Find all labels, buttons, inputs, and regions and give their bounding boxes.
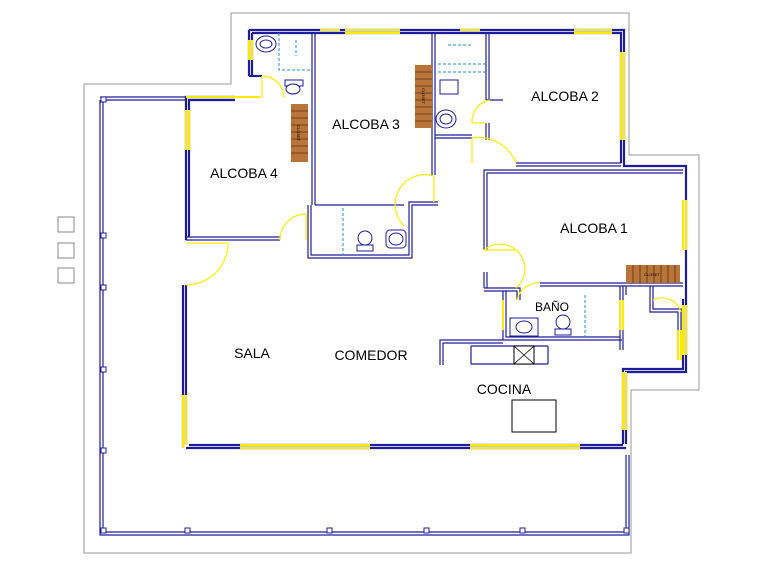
kitchen-island (511, 399, 557, 433)
room-label-comedor: COMEDOR (334, 347, 407, 363)
room-labels: ALCOBA 4 ALCOBA 3 ALCOBA 2 ALCOBA 1 BAÑO… (210, 88, 628, 397)
post (100, 527, 107, 534)
toilet-icon (357, 230, 373, 246)
sink-basin-icon (515, 320, 533, 334)
post (100, 232, 107, 239)
terrace-perimeter (57, 96, 630, 536)
room-label-alcoba4: ALCOBA 4 (210, 165, 278, 181)
closet-alcoba4: CLOSET (291, 104, 308, 162)
post (326, 527, 333, 534)
toilet-tank-icon (356, 244, 374, 252)
room-label-alcoba3: ALCOBA 3 (332, 116, 400, 132)
toilet-icon (555, 314, 571, 330)
sink-basin-icon (439, 113, 453, 125)
doors (185, 75, 682, 313)
closet-label: CLOSET (644, 272, 661, 277)
post (100, 447, 107, 454)
exterior-box (57, 216, 75, 233)
exterior-box (57, 267, 75, 284)
post (184, 527, 191, 534)
bathroom-fixtures (255, 33, 586, 365)
post (100, 96, 107, 103)
post (100, 284, 107, 291)
room-label-alcoba1: ALCOBA 1 (560, 220, 628, 236)
closet-alcoba3: CLOSET (415, 65, 432, 128)
sink-basin-icon (388, 232, 404, 246)
closets: CLOSET CLOSET CLOSET (291, 65, 680, 283)
windows (182, 29, 687, 449)
exterior-box (57, 242, 75, 259)
toilet-tank-icon (439, 79, 459, 95)
closet-label: CLOSET (296, 125, 301, 142)
post (623, 527, 630, 534)
post (100, 366, 107, 373)
site-outline (83, 12, 700, 554)
post (423, 527, 430, 534)
room-label-sala: SALA (234, 345, 270, 361)
post (519, 527, 526, 534)
room-label-bano: BAÑO (535, 300, 569, 314)
closet-alcoba1: CLOSET (626, 265, 680, 283)
toilet-tank-icon (554, 328, 572, 336)
sink-basin-icon (259, 39, 273, 49)
room-label-alcoba2: ALCOBA 2 (531, 88, 599, 104)
closet-label: CLOSET (421, 88, 426, 105)
toilet-icon (285, 83, 301, 95)
room-label-cocina: COCINA (477, 381, 532, 397)
